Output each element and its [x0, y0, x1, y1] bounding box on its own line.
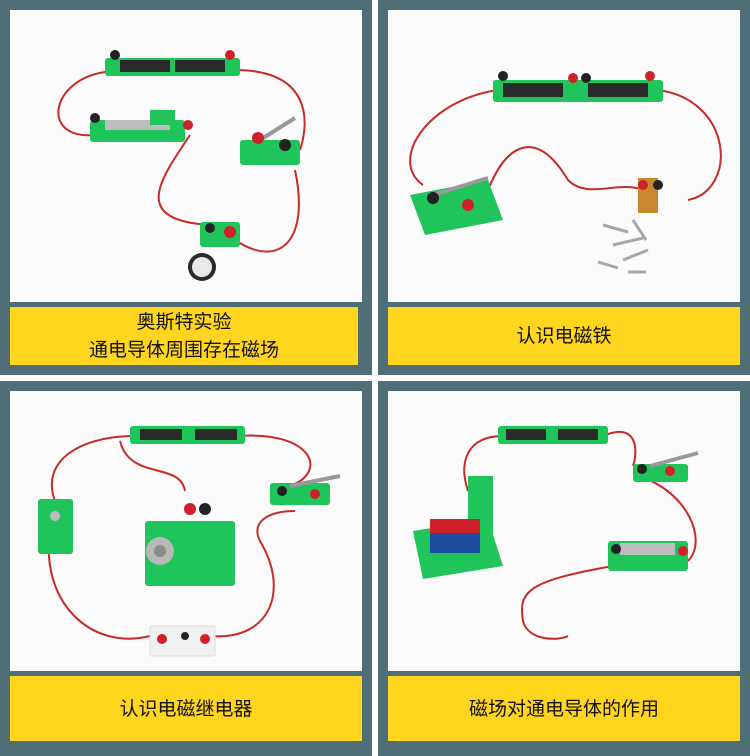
caption-line-1: 奥斯特实验	[136, 311, 232, 333]
caption-line-1: 认识电磁继电器	[119, 697, 253, 720]
photo-electromagnet	[388, 10, 740, 302]
caption-relay: 认识电磁继电器	[10, 676, 362, 741]
caption-line-1: 认识电磁铁	[516, 325, 612, 347]
caption-line-1: 磁场对通电导体的作用	[468, 697, 659, 720]
caption-motor-effect: 磁场对通电导体的作用	[388, 676, 740, 741]
caption-oersted: 奥斯特实验 通电导体周围存在磁场	[10, 307, 358, 365]
caption-electromagnet: 认识电磁铁	[388, 307, 740, 365]
caption-line-2: 通电导体周围存在磁场	[88, 339, 279, 361]
photo-relay	[10, 391, 362, 671]
photo-motor-effect	[388, 391, 740, 671]
panel-motor-effect: 磁场对通电导体的作用	[378, 381, 750, 756]
panel-oersted: 奥斯特实验 通电导体周围存在磁场	[0, 0, 372, 375]
panel-electromagnet: 认识电磁铁	[378, 0, 750, 375]
photo-oersted-experiment	[10, 10, 362, 302]
panel-relay: 认识电磁继电器	[0, 381, 372, 756]
